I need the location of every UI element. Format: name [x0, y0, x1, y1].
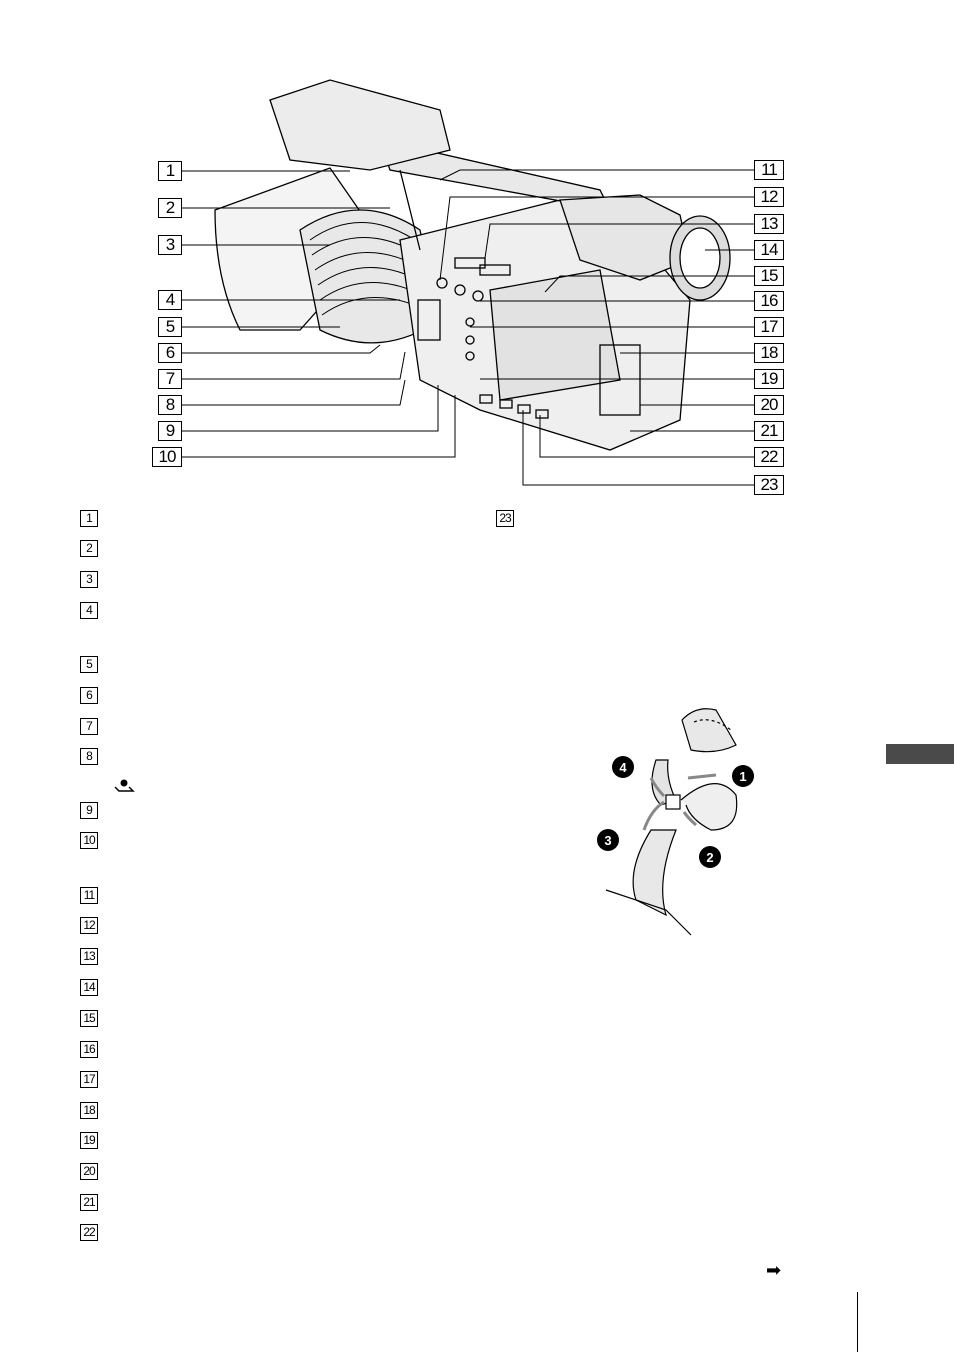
right-arrow-icon: ➡ — [766, 1260, 782, 1281]
index-20: 20 — [80, 1163, 98, 1180]
index-6: 6 — [80, 687, 98, 704]
callout-7: 7 — [158, 369, 182, 389]
strap-step-1: 1 — [739, 769, 746, 784]
callout-19: 19 — [754, 369, 784, 389]
callout-18: 18 — [754, 343, 784, 363]
callout-8: 8 — [158, 395, 182, 415]
callout-22: 22 — [754, 447, 784, 467]
index-8: 8 — [80, 748, 98, 765]
index-4: 4 — [80, 602, 98, 619]
strap-step-3: 3 — [604, 833, 611, 848]
grip-strap-illustration: 1 2 3 4 — [597, 708, 754, 936]
index-17: 17 — [80, 1071, 98, 1088]
callout-17: 17 — [754, 317, 784, 337]
callout-14: 14 — [754, 240, 784, 260]
callout-13: 13 — [754, 214, 784, 234]
index-11: 11 — [80, 887, 98, 904]
callout-11: 11 — [754, 160, 784, 180]
callout-16: 16 — [754, 291, 784, 311]
index-15: 15 — [80, 1010, 98, 1027]
index-12: 12 — [80, 917, 98, 934]
index-22: 22 — [80, 1224, 98, 1241]
index-21: 21 — [80, 1194, 98, 1211]
callout-23: 23 — [754, 475, 784, 495]
index-18: 18 — [80, 1102, 98, 1119]
index-5: 5 — [80, 656, 98, 673]
index-3: 3 — [80, 571, 98, 588]
callout-10: 10 — [152, 447, 182, 467]
callout-4: 4 — [158, 290, 182, 310]
callout-3: 3 — [158, 235, 182, 255]
index-14: 14 — [80, 979, 98, 996]
callout-5: 5 — [158, 317, 182, 337]
camera-illustration — [182, 79, 754, 486]
callout-1: 1 — [158, 161, 182, 181]
callout-2: 2 — [158, 198, 182, 218]
index-10: 10 — [80, 832, 98, 849]
index-1: 1 — [80, 510, 98, 527]
callout-12: 12 — [754, 187, 784, 207]
callout-20: 20 — [754, 395, 784, 415]
index-9: 9 — [80, 802, 98, 819]
index-13: 13 — [80, 948, 98, 965]
callout-6: 6 — [158, 343, 182, 363]
index-7: 7 — [80, 718, 98, 735]
index-23: 23 — [496, 510, 514, 527]
index-19: 19 — [80, 1132, 98, 1149]
tripod-hold-icon — [114, 779, 135, 792]
page-divider — [857, 1292, 858, 1352]
callout-9: 9 — [158, 421, 182, 441]
strap-step-4: 4 — [619, 760, 627, 775]
callout-15: 15 — [754, 266, 784, 286]
section-tab — [886, 744, 954, 764]
index-2: 2 — [80, 540, 98, 557]
callout-21: 21 — [754, 421, 784, 441]
strap-step-2: 2 — [706, 850, 713, 865]
index-16: 16 — [80, 1041, 98, 1058]
